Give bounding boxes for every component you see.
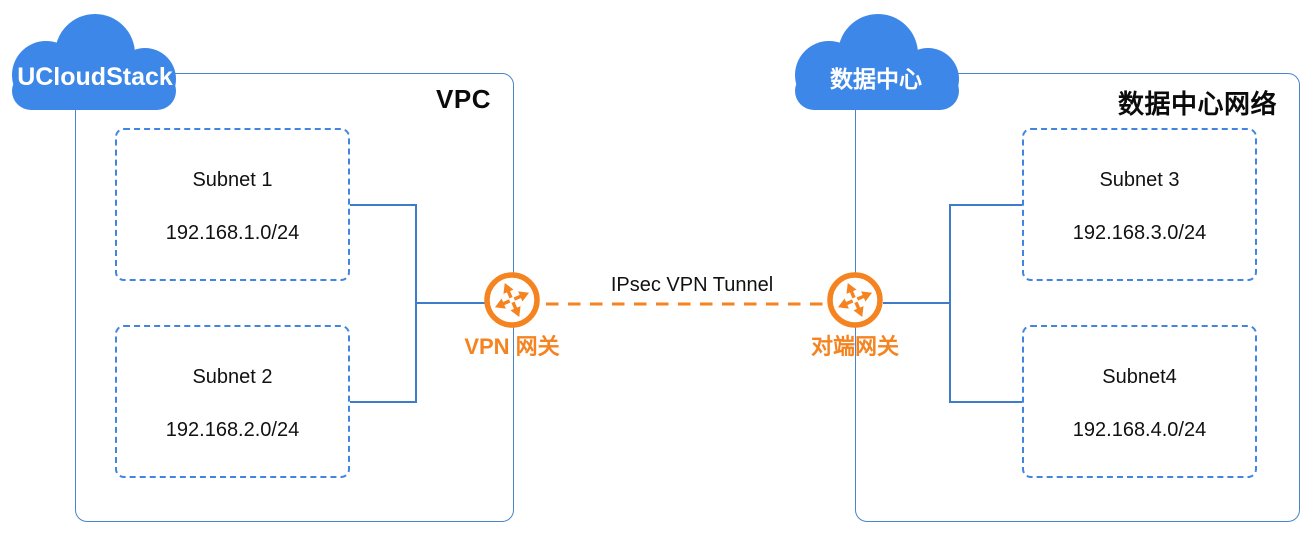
subnet-1-name: Subnet 1 bbox=[192, 168, 273, 191]
subnet-2-box: Subnet 2 192.168.2.0/24 bbox=[115, 325, 350, 478]
datacenter-cloud-label: 数据中心 bbox=[830, 66, 922, 92]
ucloudstack-cloud-icon bbox=[12, 14, 176, 110]
subnet1-connector-line bbox=[350, 204, 417, 206]
subnet-4-name: Subnet4 bbox=[1102, 365, 1177, 388]
left-junction-line bbox=[415, 204, 417, 403]
subnet-4-box: Subnet4 192.168.4.0/24 bbox=[1022, 325, 1257, 478]
subnet2-connector-line bbox=[350, 401, 417, 403]
vpn-gateway-label: VPN 网关 bbox=[464, 334, 560, 359]
subnet-3-box: Subnet 3 192.168.3.0/24 bbox=[1022, 128, 1257, 281]
datacenter-box-label: 数据中心网络 bbox=[1117, 89, 1277, 119]
subnet-2-cidr: 192.168.2.0/24 bbox=[165, 419, 300, 442]
subnet-2-name: Subnet 2 bbox=[192, 365, 273, 388]
subnet-3-cidr: 192.168.3.0/24 bbox=[1072, 222, 1207, 245]
peer-gateway-icon bbox=[827, 272, 883, 328]
datacenter-cloud-icon bbox=[795, 14, 959, 110]
ucloudstack-cloud-label: UCloudStack bbox=[17, 63, 173, 91]
subnet3-connector-line bbox=[951, 204, 1022, 206]
subnet4-connector-line bbox=[951, 401, 1022, 403]
ipsec-tunnel-line bbox=[546, 302, 829, 306]
vpn-gateway-icon bbox=[484, 272, 540, 328]
vpn-gateway-connector-line bbox=[417, 302, 487, 304]
right-junction-line bbox=[949, 204, 951, 403]
subnet-3-name: Subnet 3 bbox=[1099, 168, 1180, 191]
vpc-box-label: VPC bbox=[436, 84, 491, 114]
subnet-1-box: Subnet 1 192.168.1.0/24 bbox=[115, 128, 350, 281]
peer-gateway-connector-line bbox=[883, 302, 950, 304]
subnet-1-cidr: 192.168.1.0/24 bbox=[165, 222, 300, 245]
ipsec-tunnel-label: IPsec VPN Tunnel bbox=[610, 274, 774, 296]
peer-gateway-label: 对端网关 bbox=[810, 334, 899, 359]
subnet-4-cidr: 192.168.4.0/24 bbox=[1072, 419, 1207, 442]
